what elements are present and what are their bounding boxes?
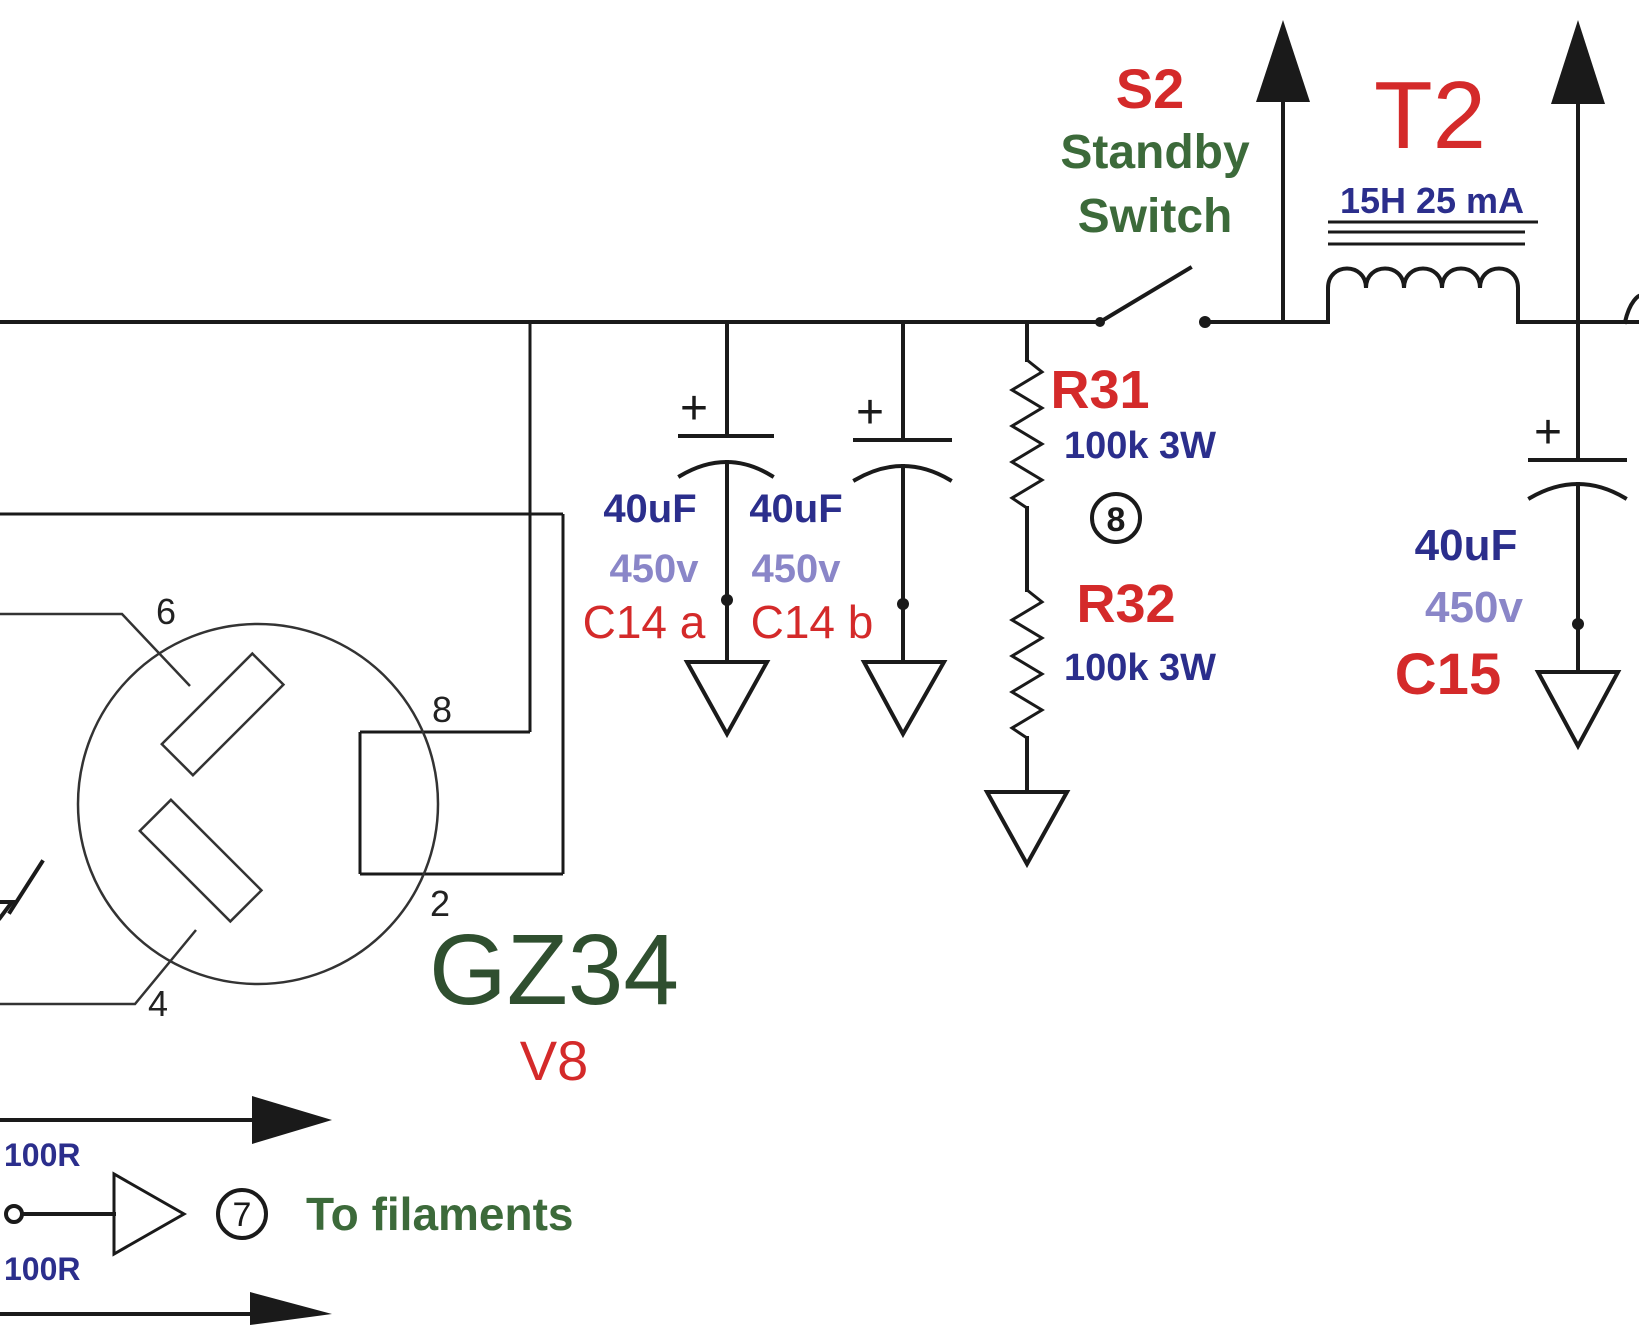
filament-r-top: 100R <box>4 1137 81 1173</box>
bleeder-resistors: R31 100k 3W 8 R32 100k 3W <box>983 320 1216 869</box>
c14a-plus: + <box>680 382 708 435</box>
capacitor-c15: + 40uF 450v C15 <box>1395 406 1628 751</box>
choke-t2: T2 15H 25 mA <box>1326 62 1639 325</box>
r32-value: 100k 3W <box>1064 647 1216 689</box>
pin-6-label: 6 <box>156 591 176 632</box>
pin-8-label: 8 <box>432 689 452 730</box>
filament-supply: 100R 7 To filaments 100R <box>0 1096 574 1325</box>
c14b-volt: 450v <box>752 547 842 591</box>
standby-switch-s2: S2 Standby Switch <box>1060 57 1330 328</box>
choke-ref: T2 <box>1374 62 1486 169</box>
c14a-cap: 40uF <box>603 487 696 531</box>
node-7-marker: 7 <box>233 1196 252 1234</box>
pin-4-label: 4 <box>148 983 168 1024</box>
c14a-ref: C14 a <box>583 596 706 648</box>
switch-ref: S2 <box>1116 57 1185 120</box>
tube-ref: V8 <box>520 1029 589 1092</box>
capacitor-c14a: + 40uF 450v C14 a <box>583 320 775 739</box>
c15-ref: C15 <box>1395 642 1501 707</box>
pin-2-label: 2 <box>430 883 450 924</box>
switch-desc-line2: Switch <box>1078 190 1233 243</box>
rectifier-tube-v8: 6 8 2 4 GZ34 V8 <box>0 322 679 1092</box>
c14b-plus: + <box>856 386 884 439</box>
filament-r-bottom: 100R <box>4 1251 81 1287</box>
r31-value: 100k 3W <box>1064 425 1216 467</box>
r32-ref: R32 <box>1076 574 1175 634</box>
node-8-marker: 8 <box>1107 501 1126 539</box>
tube-type: GZ34 <box>429 914 679 1026</box>
r31-ref: R31 <box>1050 360 1149 420</box>
ht-rail <box>0 317 1105 327</box>
choke-value: 15H 25 mA <box>1340 180 1524 221</box>
capacitor-c14b: + 40uF 450v C14 b <box>749 320 953 739</box>
ht-out-arrow-1 <box>1256 20 1310 324</box>
c15-plus: + <box>1534 406 1562 459</box>
ht-out-arrow-2 <box>1551 20 1605 462</box>
filament-label: To filaments <box>306 1188 574 1240</box>
c14b-ref: C14 b <box>751 596 874 648</box>
c15-cap: 40uF <box>1415 521 1518 570</box>
switch-desc-line1: Standby <box>1060 126 1250 179</box>
c14b-cap: 40uF <box>749 487 842 531</box>
tube-envelope <box>76 622 440 986</box>
c15-volt: 450v <box>1425 583 1523 632</box>
c14a-volt: 450v <box>610 547 700 591</box>
